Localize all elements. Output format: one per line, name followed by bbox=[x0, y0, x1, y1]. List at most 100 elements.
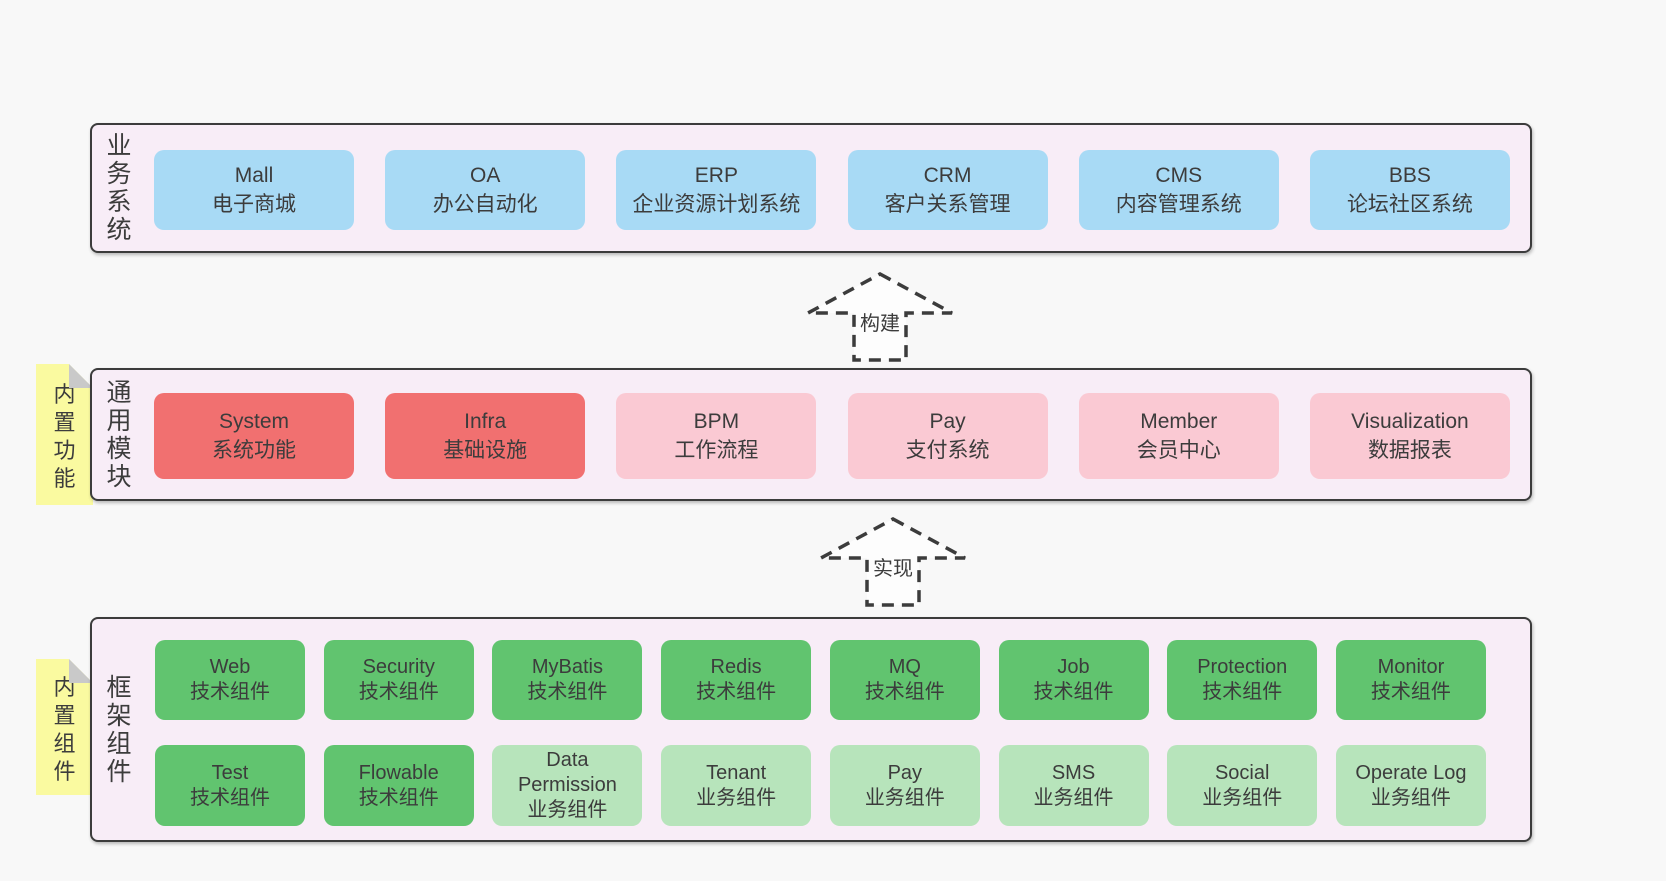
box-subtitle: 技术组件 bbox=[864, 681, 945, 703]
box-title: Mall bbox=[234, 164, 274, 187]
box-title: SMS bbox=[1051, 761, 1096, 784]
box-title: Test bbox=[211, 761, 249, 784]
band-label-framework-components: 框架组件 bbox=[106, 673, 132, 786]
box-mq: MQ 技术组件 bbox=[829, 640, 980, 720]
box-bpm: BPM 工作流程 bbox=[616, 393, 817, 479]
box-bbs: BBS 论坛社区系统 bbox=[1309, 150, 1510, 230]
up-arrow-icon bbox=[820, 517, 966, 607]
arrow-implement: 实现 bbox=[820, 517, 966, 607]
box-title: Data Permission bbox=[517, 749, 617, 796]
box-subtitle: 支付系统 bbox=[905, 439, 990, 462]
box-title: System bbox=[218, 410, 289, 433]
box-title: CMS bbox=[1155, 164, 1203, 187]
box-subtitle: 系统功能 bbox=[212, 439, 296, 462]
box-title: OA bbox=[470, 164, 501, 187]
box-subtitle: 企业资源计划系统 bbox=[632, 193, 801, 216]
arrow-build: 构建 bbox=[807, 272, 953, 362]
sticky-note-builtin-features: 内置功能 bbox=[36, 364, 93, 505]
box-data-permission: Data Permission 业务组件 bbox=[492, 745, 643, 826]
box-subtitle: 业务组件 bbox=[1202, 786, 1283, 809]
box-title: Pay bbox=[929, 410, 966, 433]
box-security: Security 技术组件 bbox=[323, 640, 474, 720]
box-title: Member bbox=[1140, 410, 1218, 433]
box-subtitle: 技术组件 bbox=[527, 681, 608, 703]
box-title: Visualization bbox=[1351, 410, 1469, 433]
box-title: MQ bbox=[888, 656, 921, 678]
box-infra: Infra 基础设施 bbox=[385, 393, 586, 479]
box-subtitle: 论坛社区系统 bbox=[1346, 193, 1473, 216]
box-subtitle: 技术组件 bbox=[696, 681, 777, 703]
box-web: Web 技术组件 bbox=[155, 640, 305, 720]
box-subtitle: 工作流程 bbox=[674, 439, 759, 462]
box-subtitle: 内容管理系统 bbox=[1115, 193, 1242, 216]
box-subtitle: 业务组件 bbox=[1033, 786, 1114, 809]
arrow-label: 实现 bbox=[873, 557, 913, 580]
box-subtitle: 业务组件 bbox=[1370, 786, 1451, 809]
box-subtitle: 业务组件 bbox=[696, 786, 777, 809]
box-subtitle: 业务组件 bbox=[527, 799, 608, 821]
box-subtitle: 电子商城 bbox=[212, 193, 296, 216]
box-title: Social bbox=[1214, 761, 1270, 784]
box-title: Job bbox=[1057, 656, 1090, 678]
box-title: MyBatis bbox=[531, 656, 603, 678]
box-title: Pay bbox=[887, 761, 923, 784]
box-title: Security bbox=[362, 656, 435, 678]
box-mybatis: MyBatis 技术组件 bbox=[492, 640, 643, 720]
arrow-label: 构建 bbox=[860, 312, 900, 335]
box-title: CRM bbox=[923, 164, 972, 187]
band-label-common-modules: 通用模块 bbox=[106, 378, 132, 491]
box-title: BBS bbox=[1388, 164, 1431, 187]
sticky-note-label: 内置功能 bbox=[53, 382, 76, 492]
box-title: Flowable bbox=[358, 761, 439, 784]
box-subtitle: 基础设施 bbox=[443, 439, 528, 462]
box-job: Job 技术组件 bbox=[998, 640, 1149, 720]
box-mall: Mall 电子商城 bbox=[154, 150, 354, 230]
box-subtitle: 技术组件 bbox=[358, 786, 439, 809]
band-common-modules: 通用模块 System 系统功能 Infra 基础设施 BPM 工作流程 Pay 支付系统 Me… bbox=[90, 368, 1532, 501]
band-business-systems: 业务系统 Mall 电子商城 OA 办公自动化 ERP 企业资源计划系统 CRM 客户关系管理… bbox=[90, 123, 1532, 253]
box-title: Infra bbox=[464, 410, 507, 433]
box-subtitle: 客户关系管理 bbox=[884, 193, 1011, 216]
box-title: Monitor bbox=[1377, 656, 1445, 678]
box-oa: OA 办公自动化 bbox=[385, 150, 586, 230]
box-title: Redis bbox=[710, 656, 762, 678]
box-title: ERP bbox=[694, 164, 738, 187]
business-systems-boxes: Mall 电子商城 OA 办公自动化 ERP 企业资源计划系统 CRM 客户关系管理 CMS 内容… bbox=[154, 150, 1510, 230]
box-title: Operate Log bbox=[1355, 761, 1467, 784]
box-subtitle: 办公自动化 bbox=[432, 193, 538, 216]
box-protection: Protection 技术组件 bbox=[1167, 640, 1318, 720]
box-subtitle: 业务组件 bbox=[864, 786, 945, 809]
box-subtitle: 技术组件 bbox=[1370, 681, 1451, 703]
box-erp: ERP 企业资源计划系统 bbox=[616, 150, 817, 230]
box-subtitle: 技术组件 bbox=[358, 681, 439, 703]
up-arrow-icon bbox=[807, 272, 953, 362]
sticky-note-builtin-components: 内置组件 bbox=[36, 659, 93, 795]
box-crm: CRM 客户关系管理 bbox=[847, 150, 1048, 230]
box-system: System 系统功能 bbox=[154, 393, 354, 479]
box-title: Tenant bbox=[706, 761, 767, 784]
box-monitor: Monitor 技术组件 bbox=[1335, 640, 1486, 720]
box-title: BPM bbox=[693, 410, 740, 433]
box-subtitle: 技术组件 bbox=[190, 786, 270, 809]
box-title: Protection bbox=[1197, 656, 1288, 678]
box-subtitle: 技术组件 bbox=[1033, 681, 1114, 703]
box-redis: Redis 技术组件 bbox=[661, 640, 812, 720]
sticky-note-label: 内置组件 bbox=[53, 674, 76, 784]
box-title: Web bbox=[209, 656, 251, 678]
box-subtitle: 技术组件 bbox=[190, 681, 270, 703]
band-label-business-systems: 业务系统 bbox=[106, 132, 132, 244]
box-subtitle: 技术组件 bbox=[1202, 681, 1283, 703]
box-pay: Pay 支付系统 bbox=[847, 393, 1048, 479]
